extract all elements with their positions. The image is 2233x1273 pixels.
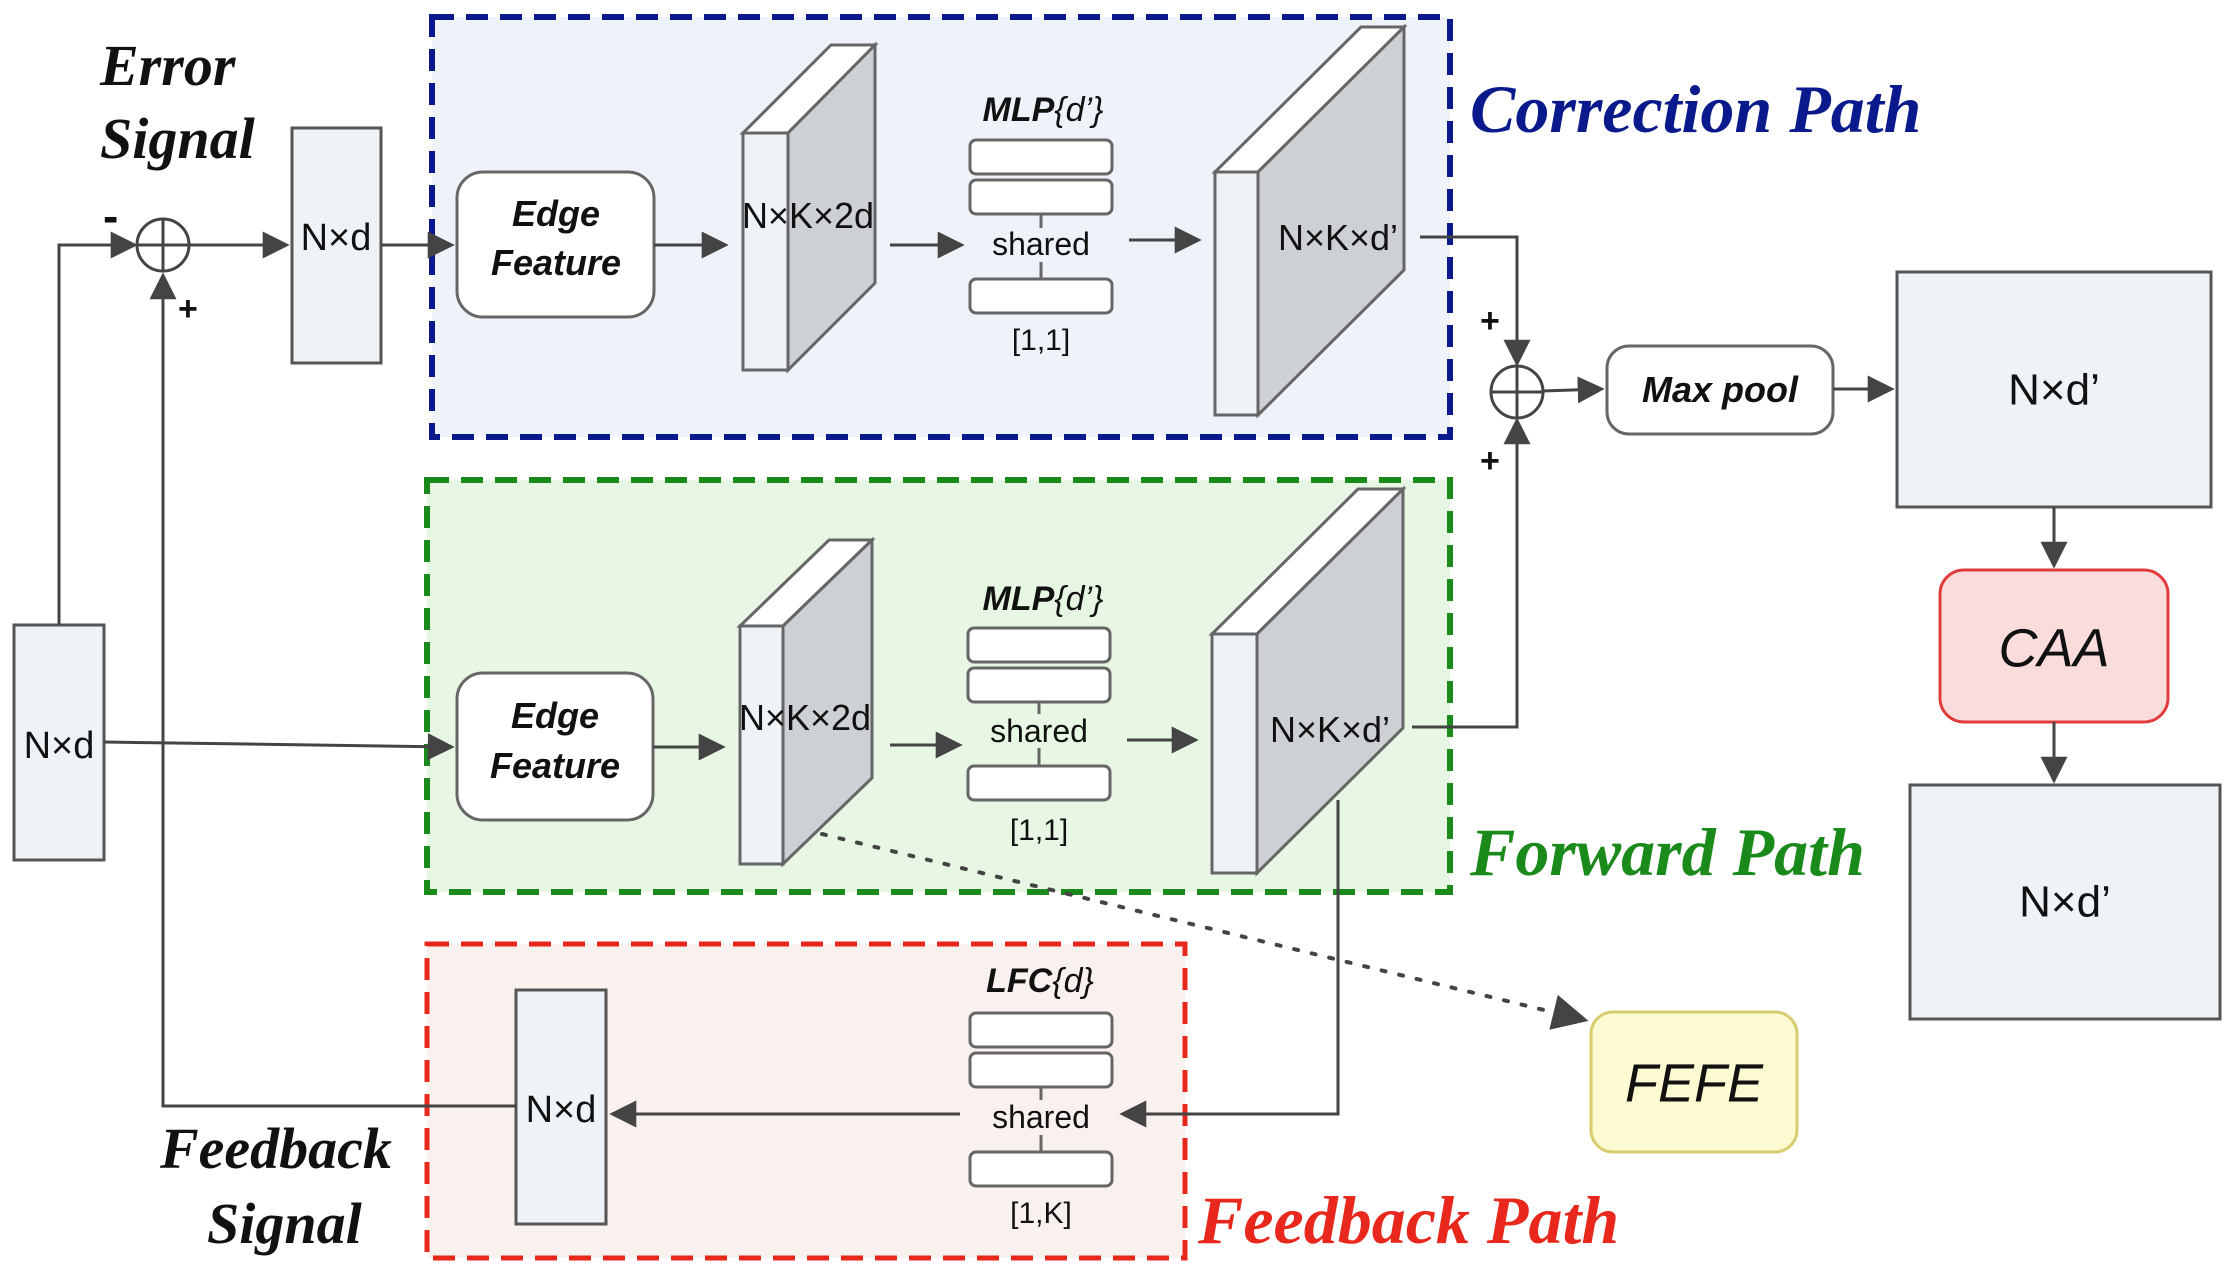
edge-feature-correction-line1: Edge [512, 193, 600, 234]
nk2d-label-forward: N×K×2d [739, 697, 871, 738]
feature-map-nkd-forward [1208, 485, 1407, 877]
lfc-title: LFC{d} [986, 962, 1094, 1000]
fefe-label: FEFE [1625, 1053, 1764, 1113]
mlp-kernel-forward: [1,1] [1010, 814, 1068, 847]
output-block-1-label: N×d’ [2008, 366, 2100, 415]
edge-feature-correction-line2: Feature [491, 242, 621, 283]
mlp-stack-forward [966, 626, 1112, 802]
max-pool-label: Max pool [1642, 369, 1799, 410]
feedback-block [514, 988, 608, 1226]
forward-to-merge-line [1412, 417, 1531, 729]
output-block-1 [1895, 270, 2213, 509]
fefe-box [1589, 1010, 1799, 1154]
merge-to-maxpool-line [1542, 376, 1605, 404]
mlp-stack-correction [968, 138, 1114, 315]
error-block [290, 126, 383, 365]
feedback-to-sum-line [149, 272, 516, 1108]
lfc-kernel: [1,K] [1010, 1197, 1072, 1230]
nkd-label-forward: N×K×d’ [1270, 709, 1390, 750]
plus-sign-correction: + [1480, 302, 1500, 340]
feedback-path-title: Feedback Path [1197, 1182, 1619, 1258]
correction-to-merge-line [1420, 235, 1531, 367]
edge-feature-forward-line1: Edge [511, 695, 599, 736]
feedback-signal-line1: Feedback [159, 1116, 392, 1181]
input-to-sum-line [57, 231, 138, 625]
feedback-signal-line2: Signal [207, 1191, 363, 1256]
input-block-label: N×d [24, 725, 95, 767]
lfc-shared: shared [992, 1099, 1090, 1135]
output-block-2-label: N×d’ [2019, 878, 2111, 927]
input-to-edge-forward-line [103, 733, 455, 761]
input-block [12, 623, 106, 862]
error-block-label: N×d [301, 217, 372, 259]
mlp-title-forward: MLP{d’} [983, 580, 1104, 618]
plus-sign-feedback: + [178, 290, 198, 328]
error-signal-line1: Error [99, 33, 236, 98]
edge-feature-forward-line2: Feature [490, 745, 620, 786]
merge-sum-node [1489, 364, 1545, 420]
mlp-title-correction: MLP{d’} [983, 91, 1104, 129]
lfc-stack [968, 1011, 1114, 1188]
nkd-label-correction: N×K×d’ [1278, 217, 1398, 258]
nk2d-to-fefe-dotted-line [820, 832, 1589, 1030]
mlp-shared-forward: shared [990, 713, 1088, 749]
forward-path-title: Forward Path [1469, 814, 1865, 890]
mlp-kernel-correction: [1,1] [1012, 324, 1070, 357]
connectors [57, 226, 2068, 1128]
error-sum-node [135, 217, 191, 273]
correction-path-title: Correction Path [1470, 71, 1922, 147]
plus-sign-forward: + [1480, 442, 1500, 480]
feature-map-nk2d-forward [736, 536, 876, 868]
caa-label: CAA [1998, 618, 2109, 678]
nk2d-label-correction: N×K×2d [742, 195, 874, 236]
output-block-2 [1908, 783, 2222, 1021]
mlp-shared-correction: shared [992, 226, 1090, 262]
feedback-block-label: N×d [526, 1089, 597, 1131]
forward-to-feedback-line [1119, 800, 1340, 1128]
feature-map-nkd-correction [1211, 23, 1408, 419]
feature-map-nk2d-correction [739, 41, 879, 374]
minus-sign-error: - [103, 190, 118, 242]
error-signal-line2: Signal [100, 106, 256, 171]
